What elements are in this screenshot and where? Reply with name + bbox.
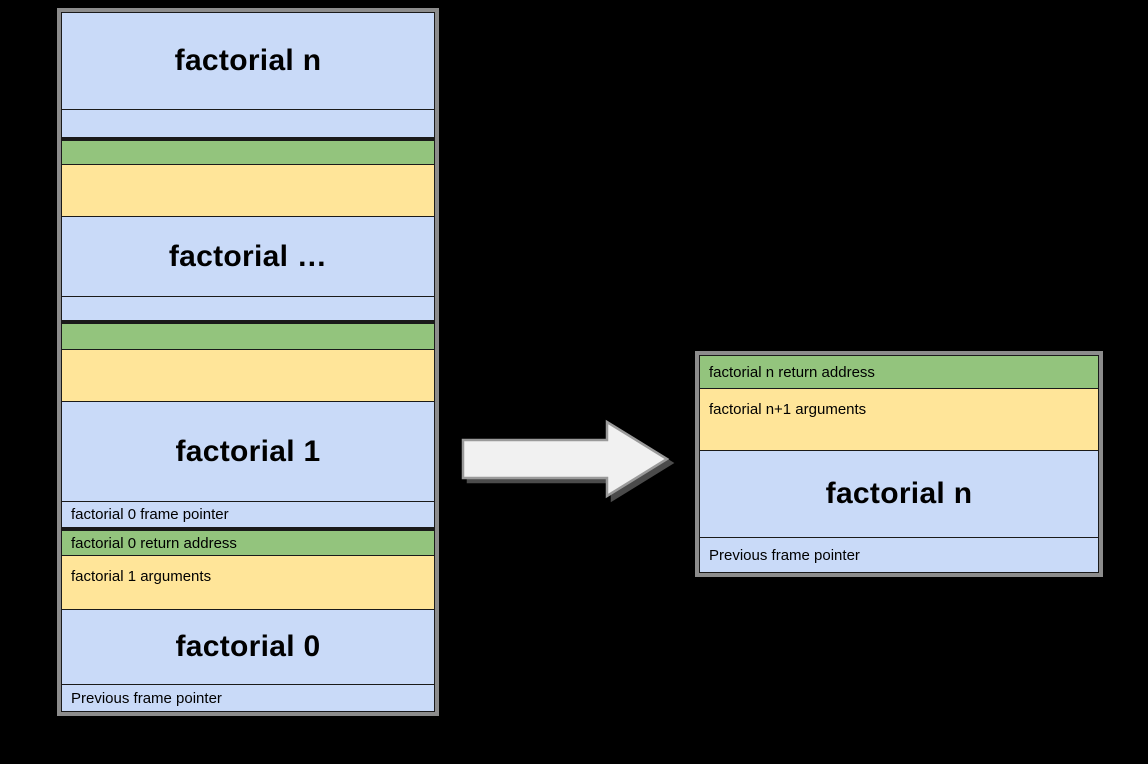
- cell-return-address-empty: [62, 324, 434, 350]
- cell-previous-frame-pointer: Previous frame pointer: [700, 538, 1098, 572]
- cell-factorial-n-return-address: factorial n return address: [700, 356, 1098, 389]
- cell-return-address-empty: [62, 141, 434, 165]
- cell-arguments-empty: [62, 350, 434, 402]
- cell-frame-pointer-empty: [62, 110, 434, 138]
- cell-factorial-ellipsis-frame: factorial …: [62, 217, 434, 297]
- cell-factorial-0-frame-pointer: factorial 0 frame pointer: [62, 502, 434, 528]
- recursive-call-stack: factorial n factorial … factorial 1 fact…: [57, 8, 439, 716]
- frame-group-divider: [62, 321, 434, 324]
- cell-factorial-1-arguments: factorial 1 arguments: [62, 556, 434, 610]
- optimized-call-stack-cells: factorial n return address factorial n+1…: [699, 355, 1099, 573]
- cell-factorial-n-plus-1-arguments: factorial n+1 arguments: [700, 389, 1098, 451]
- frame-group-divider: [62, 528, 434, 531]
- cell-factorial-1-frame: factorial 1: [62, 402, 434, 502]
- optimized-call-stack: factorial n return address factorial n+1…: [695, 351, 1103, 577]
- recursive-call-stack-cells: factorial n factorial … factorial 1 fact…: [61, 12, 435, 712]
- cell-factorial-0-frame: factorial 0: [62, 610, 434, 685]
- cell-factorial-0-return-address: factorial 0 return address: [62, 531, 434, 556]
- right-block-arrow-icon: [461, 419, 670, 499]
- cell-factorial-n-frame: factorial n: [700, 451, 1098, 538]
- cell-previous-frame-pointer: Previous frame pointer: [62, 685, 434, 711]
- cell-factorial-n-frame: factorial n: [62, 13, 434, 110]
- transform-arrow: [455, 412, 675, 508]
- cell-frame-pointer-empty: [62, 297, 434, 321]
- frame-group-divider: [62, 138, 434, 141]
- cell-arguments-empty: [62, 165, 434, 217]
